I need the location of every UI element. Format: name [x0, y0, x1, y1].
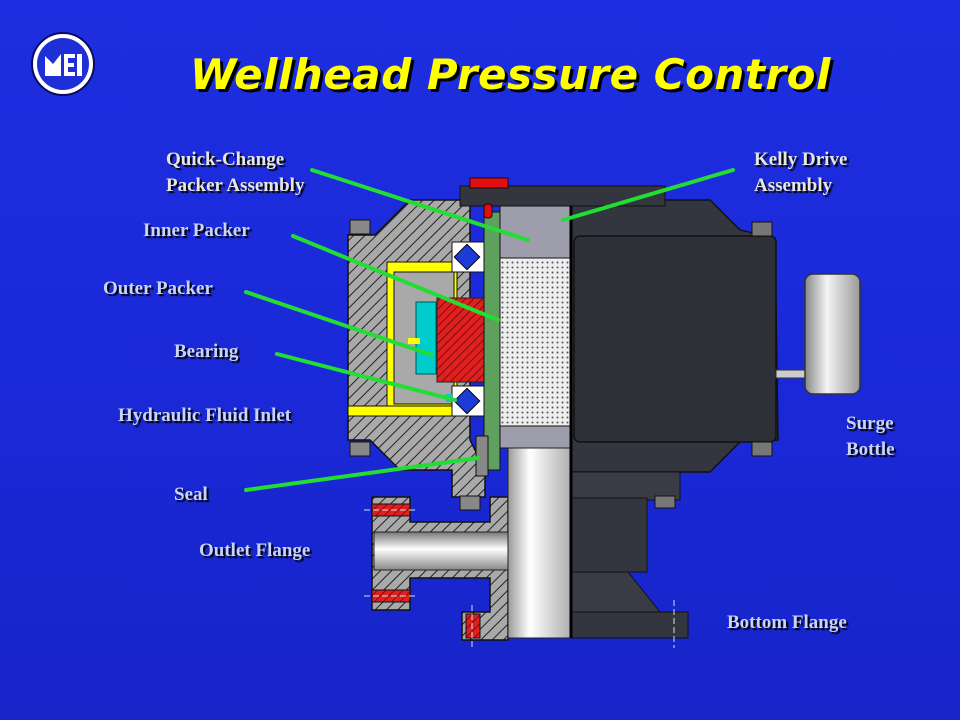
leader-outer-packer: [244, 290, 434, 357]
label-outlet-flange: Outlet Flange: [199, 540, 311, 561]
mei-logo-icon: [31, 32, 95, 96]
label-bottom-flange: Bottom Flange: [727, 612, 847, 633]
label-quick-change-line1: Quick-Change: [166, 149, 285, 170]
label-kelly-line1: Kelly Drive: [754, 149, 848, 170]
page-title: Wellhead Pressure Control: [190, 50, 831, 99]
label-surge-line2: Bottle: [846, 439, 895, 460]
leader-kelly: [561, 168, 735, 222]
label-surge-bottle: Surge Bottle: [846, 411, 895, 463]
leader-quick-change: [310, 168, 530, 242]
label-inner-packer: Inner Packer: [143, 220, 250, 241]
leader-seal: [244, 456, 480, 492]
label-seal: Seal: [174, 484, 208, 505]
surge-bottle: [775, 273, 861, 395]
kelly-drive-housing: [569, 199, 779, 639]
label-quick-change: Quick-Change Packer Assembly: [166, 147, 304, 199]
label-kelly-drive: Kelly Drive Assembly: [754, 147, 847, 199]
label-quick-change-line2: Packer Assembly: [166, 175, 305, 196]
leader-bearing: [275, 352, 457, 402]
label-hydraulic-inlet: Hydraulic Fluid Inlet: [118, 405, 292, 426]
leader-inner-packer: [291, 234, 500, 322]
label-surge-line1: Surge: [846, 413, 894, 434]
label-bearing: Bearing: [174, 341, 239, 362]
label-kelly-line2: Assembly: [754, 175, 833, 196]
label-outer-packer: Outer Packer: [103, 278, 213, 299]
leader-lines: [244, 168, 735, 492]
